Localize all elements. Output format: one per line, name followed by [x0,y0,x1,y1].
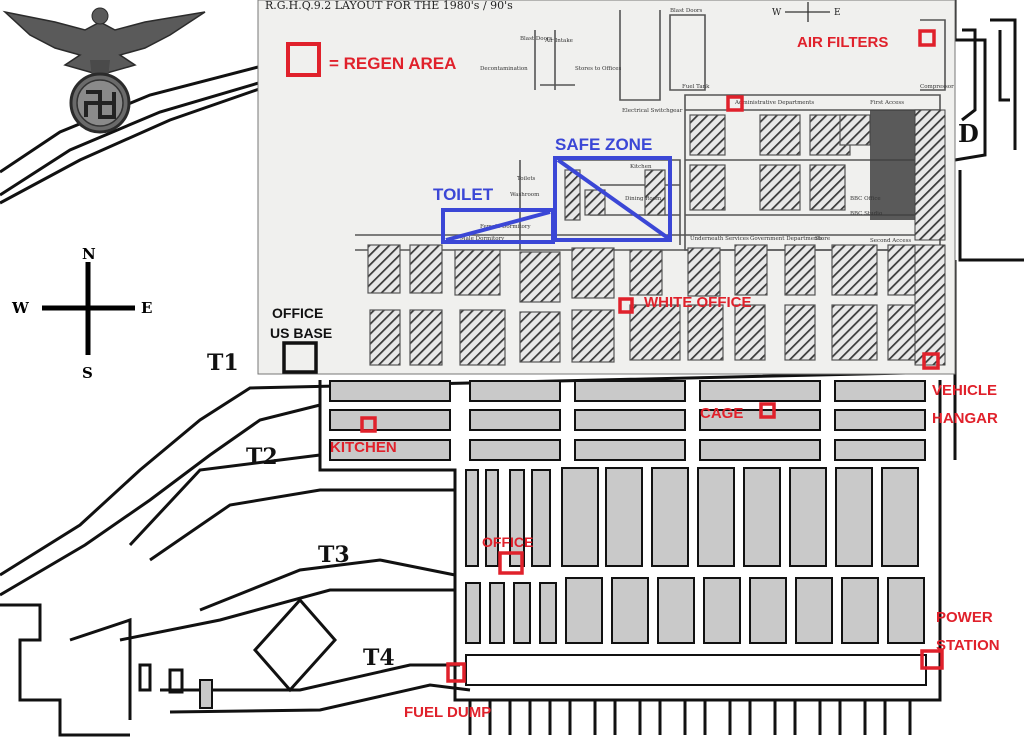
office-marker [498,551,524,575]
plan-title: R.G.H.Q.9.2 LAYOUT FOR THE 1980's / 90's [265,0,513,12]
regen-marker-admin [726,95,744,112]
kitchen-marker [360,416,377,433]
office-label: OFFICE [482,534,533,550]
vehicle-hangar-marker [922,352,940,370]
office-us-base-label-line2: US BASE [270,325,332,341]
svg-text:Female Dormitory: Female Dormitory [480,224,532,230]
svg-text:Blast Doors: Blast Doors [670,8,703,14]
lower-tunnel-map [0,0,1024,737]
svg-text:Fuel Tank: Fuel Tank [682,84,710,90]
plan-small-labels: Blast Doors Blast Doors Decontamination … [460,8,954,244]
svg-text:Male Dormitory: Male Dormitory [460,236,505,242]
floor-plan-photo [257,0,956,375]
svg-text:Electrical Switchgear: Electrical Switchgear [622,108,683,114]
plan-compass-west: W [772,8,782,18]
svg-text:Underneath Services: Underneath Services [690,236,749,242]
toilet-outline [441,208,555,244]
compass-west-label: W [11,299,30,317]
tunnel-label-t2: T2 [246,444,278,470]
air-filters-marker [918,29,936,47]
compass-east-label: E [141,299,152,317]
vehicle-hangar-label-line1: VEHICLE [932,382,997,399]
tunnel-label-t3: T3 [318,542,350,568]
svg-text:Government Departments: Government Departments [750,236,823,242]
toilet-label: TOILET [433,185,494,204]
svg-text:First Access: First Access [870,100,904,106]
svg-text:BBC Office: BBC Office [850,196,881,202]
fuel-dump-marker [446,662,466,683]
svg-text:Second Access: Second Access [870,238,911,244]
regen-legend-label: = REGEN AREA [329,54,456,73]
power-station-label-line2: STATION [936,637,1000,654]
svg-text:BBC Studio: BBC Studio [850,211,883,217]
eagle-emblem-icon [2,7,206,134]
power-station-marker [920,649,944,670]
svg-text:Dining Room: Dining Room [625,196,662,202]
svg-text:Air Intake: Air Intake [544,38,573,44]
white-office-marker [618,297,634,314]
kitchen-label: KITCHEN [330,439,397,456]
cage-label: CAGE [700,405,743,422]
svg-text:Compressor: Compressor [920,84,954,90]
svg-text:Store: Store [815,236,830,242]
fuel-dump-label: FUEL DUMP [404,704,491,721]
svg-text:Toilets: Toilets [517,176,536,182]
svg-text:Stores to Offices: Stores to Offices [575,66,622,72]
office-us-base-label-line1: OFFICE [272,305,323,321]
power-station-label-line1: POWER [936,609,993,626]
air-filters-label: AIR FILTERS [797,34,888,51]
safe-zone-label: SAFE ZONE [555,135,652,154]
svg-text:Blast Doors: Blast Doors [520,36,553,42]
regen-markers [360,29,944,683]
compass-north-label: N [82,245,96,263]
tunnel-label-t1: T1 [207,350,239,376]
compass-rose [42,262,135,355]
plan-compass-east: E [834,8,841,18]
lower-map-blocks [199,380,927,709]
regen-legend-swatch [286,42,321,77]
compass-south-label: S [82,364,93,382]
tunnel-label-t4: T4 [363,645,395,671]
svg-text:Administrative Departments: Administrative Departments [734,100,814,106]
white-office-label: WHITE OFFICE [644,294,752,311]
safe-zone-outline [553,156,672,242]
tunnel-label-d: D [958,119,979,148]
office-us-base-marker [282,341,318,374]
vehicle-hangar-label-line2: HANGAR [932,410,998,427]
svg-text:Kitchen: Kitchen [630,164,652,170]
cage-marker [759,402,776,419]
svg-text:Decontamination: Decontamination [480,66,528,72]
svg-text:Washroom: Washroom [510,192,540,198]
